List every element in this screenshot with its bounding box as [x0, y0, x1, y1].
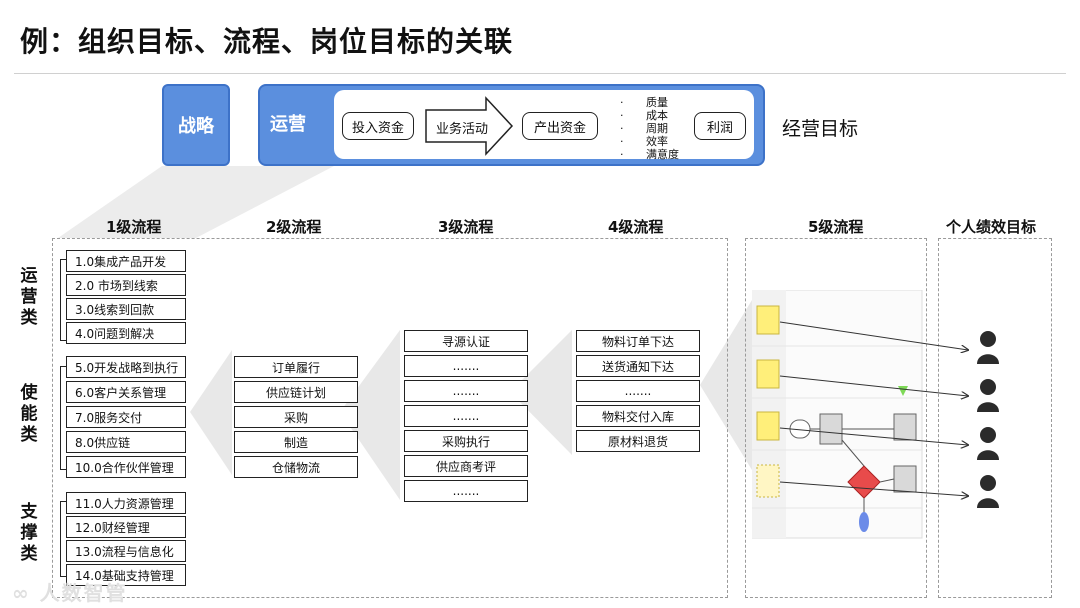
- header-level3: 3级流程: [438, 218, 494, 236]
- flow-input-capital: 投入资金: [342, 112, 414, 140]
- flow-business-activity: 业务活动: [435, 122, 488, 137]
- l1-process: 1.0集成产品开发: [66, 250, 186, 272]
- metric-item: 成本: [646, 109, 668, 122]
- l3-process: .......: [404, 480, 528, 502]
- l4-process: 物料订单下达: [576, 330, 700, 352]
- l4-process: 送货通知下达: [576, 355, 700, 377]
- operations-label: 运营: [270, 114, 306, 135]
- header-level1: 1级流程: [106, 218, 162, 236]
- l1-process: 2.0 市场到线索: [66, 274, 186, 296]
- flow-output-capital: 产出资金: [522, 112, 598, 140]
- person-icon: [977, 475, 999, 508]
- l3-process: 供应商考评: [404, 455, 528, 477]
- chevron-l5-to-l4: [700, 300, 752, 470]
- person-icon: [977, 331, 999, 364]
- l2-process: 供应链计划: [234, 381, 358, 403]
- metric-item: 周期: [646, 122, 668, 135]
- l4-process: 原材料退货: [576, 430, 700, 452]
- process-levels-frame: [52, 238, 728, 598]
- header-level2: 2级流程: [266, 218, 322, 236]
- bracket-operations: [60, 259, 66, 341]
- metrics-list: ·质量 ·成本 ·周期 ·效率 ·满意度: [620, 96, 679, 161]
- l1-process: 10.0合作伙伴管理: [66, 456, 186, 478]
- header-personal-goals: 个人绩效目标: [946, 218, 1037, 236]
- header-level4: 4级流程: [608, 218, 664, 236]
- category-enabling: 使 能 类: [20, 383, 38, 445]
- watermark: ∞ 人数智管: [12, 581, 128, 605]
- l1-process: 5.0开发战略到执行: [66, 356, 186, 378]
- header-level5: 5级流程: [808, 218, 864, 236]
- personal-goals-frame: [938, 238, 1052, 598]
- l3-process: 寻源认证: [404, 330, 528, 352]
- chevron-l3-to-l2: [340, 330, 400, 500]
- l1-process: 12.0财经管理: [66, 516, 186, 538]
- business-goal-label: 经营目标: [782, 118, 859, 140]
- page-title: 例：组织目标、流程、岗位目标的关联: [20, 25, 514, 58]
- l3-process: .......: [404, 380, 528, 402]
- business-activity-arrow: [425, 96, 514, 156]
- bracket-support: [60, 501, 66, 577]
- watermark-logo-icon: ∞: [12, 581, 40, 605]
- l2-process: 订单履行: [234, 356, 358, 378]
- l1-process: 13.0流程与信息化: [66, 540, 186, 562]
- l4-process: .......: [576, 380, 700, 402]
- l1-process: 3.0线索到回款: [66, 298, 186, 320]
- category-operations: 运 营 类: [20, 266, 38, 328]
- level5-swimlane-diagram: [752, 290, 923, 539]
- l1-process: 14.0基础支持管理: [66, 564, 186, 586]
- l3-process: 采购执行: [404, 430, 528, 452]
- category-support: 支 撑 类: [20, 502, 38, 564]
- l1-process: 7.0服务交付: [66, 406, 186, 428]
- l3-process: .......: [404, 405, 528, 427]
- metric-item: 效率: [646, 135, 668, 148]
- title-divider: [14, 73, 1066, 74]
- l2-process: 采购: [234, 406, 358, 428]
- person-icon: [977, 427, 999, 460]
- l1-process: 11.0人力资源管理: [66, 492, 186, 514]
- chevron-l4-to-l3: [510, 330, 572, 455]
- l3-process: .......: [404, 355, 528, 377]
- l1-process: 4.0问题到解决: [66, 322, 186, 344]
- profit-box: 利润: [694, 112, 746, 140]
- l2-process: 仓储物流: [234, 456, 358, 478]
- strategy-funnel: [58, 166, 334, 238]
- level5-frame: [745, 238, 927, 598]
- person-icon: [977, 379, 999, 412]
- bracket-enabling: [60, 366, 66, 470]
- chevron-l2-to-l1: [190, 350, 232, 475]
- strategy-box: 战略: [162, 84, 230, 166]
- metric-item: 满意度: [646, 148, 679, 161]
- l4-process: 物料交付入库: [576, 405, 700, 427]
- l1-process: 8.0供应链: [66, 431, 186, 453]
- l1-process: 6.0客户关系管理: [66, 381, 186, 403]
- metric-item: 质量: [646, 96, 668, 109]
- l2-process: 制造: [234, 431, 358, 453]
